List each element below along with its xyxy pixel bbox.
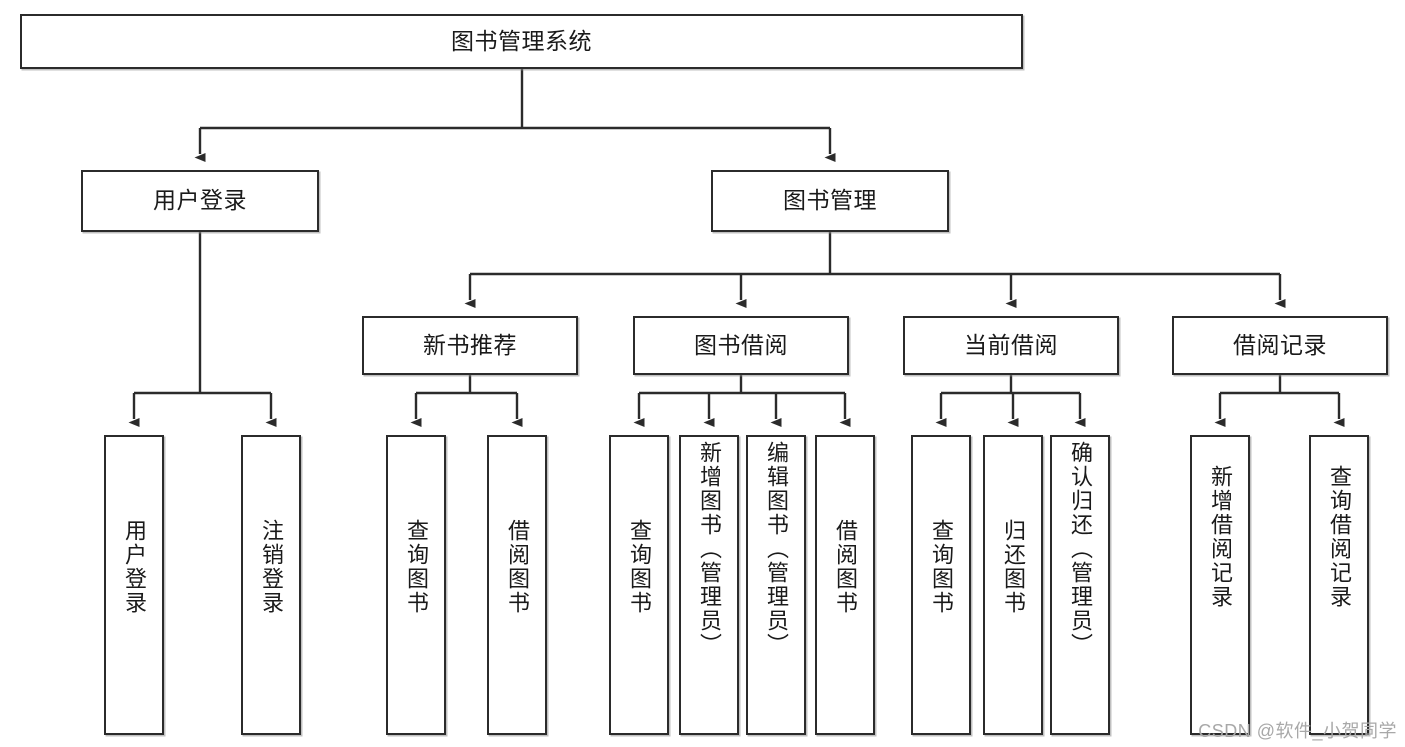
node-leaf-borrow-book-2[interactable]: 借阅图书 [815,435,875,735]
node-leaf-borrow-book-2-label: 借阅图书 [833,519,858,615]
node-borrow-record[interactable]: 借阅记录 [1172,316,1388,375]
node-book-borrow[interactable]: 图书借阅 [633,316,849,375]
node-leaf-query-book-3[interactable]: 查询图书 [911,435,971,735]
node-leaf-user-login[interactable]: 用户登录 [104,435,164,735]
node-leaf-user-logout-label: 注销登录 [259,519,284,615]
node-leaf-query-record-label: 查询借阅记录 [1327,465,1352,609]
node-leaf-query-book-1[interactable]: 查询图书 [386,435,446,735]
node-root[interactable]: 图书管理系统 [20,14,1023,69]
node-leaf-query-book-1-label: 查询图书 [404,519,429,615]
node-leaf-return-book[interactable]: 归还图书 [983,435,1043,735]
node-leaf-user-login-label: 用户登录 [122,519,147,615]
node-user-login[interactable]: 用户登录 [81,170,319,232]
node-user-login-label: 用户登录 [153,187,247,214]
node-leaf-query-book-2-label: 查询图书 [627,519,652,615]
node-leaf-query-book-3-label: 查询图书 [929,519,954,615]
node-leaf-confirm-return[interactable]: 确认归还（管理员） [1050,435,1110,735]
node-new-book-rec[interactable]: 新书推荐 [362,316,578,375]
node-current-borrow[interactable]: 当前借阅 [903,316,1119,375]
node-leaf-add-book-label: 新增图书（管理员） [697,441,722,657]
node-leaf-query-record[interactable]: 查询借阅记录 [1309,435,1369,735]
node-leaf-add-record-label: 新增借阅记录 [1208,465,1233,609]
node-leaf-query-book-2[interactable]: 查询图书 [609,435,669,735]
node-leaf-return-book-label: 归还图书 [1001,519,1026,615]
node-leaf-user-logout[interactable]: 注销登录 [241,435,301,735]
node-leaf-confirm-return-label: 确认归还（管理员） [1068,441,1093,657]
node-leaf-borrow-book-1-label: 借阅图书 [505,519,530,615]
node-book-borrow-label: 图书借阅 [694,331,788,358]
node-book-manage[interactable]: 图书管理 [711,170,949,232]
node-leaf-borrow-book-1[interactable]: 借阅图书 [487,435,547,735]
node-book-manage-label: 图书管理 [783,187,877,214]
node-leaf-edit-book-label: 编辑图书（管理员） [764,441,789,657]
node-borrow-record-label: 借阅记录 [1233,331,1327,358]
node-new-book-rec-label: 新书推荐 [423,331,517,358]
node-current-borrow-label: 当前借阅 [964,331,1058,358]
node-leaf-edit-book[interactable]: 编辑图书（管理员） [746,435,806,735]
node-leaf-add-record[interactable]: 新增借阅记录 [1190,435,1250,735]
watermark-text: CSDN @软件_小贺同学 [1198,721,1397,741]
node-root-label: 图书管理系统 [451,27,592,54]
node-leaf-add-book[interactable]: 新增图书（管理员） [679,435,739,735]
